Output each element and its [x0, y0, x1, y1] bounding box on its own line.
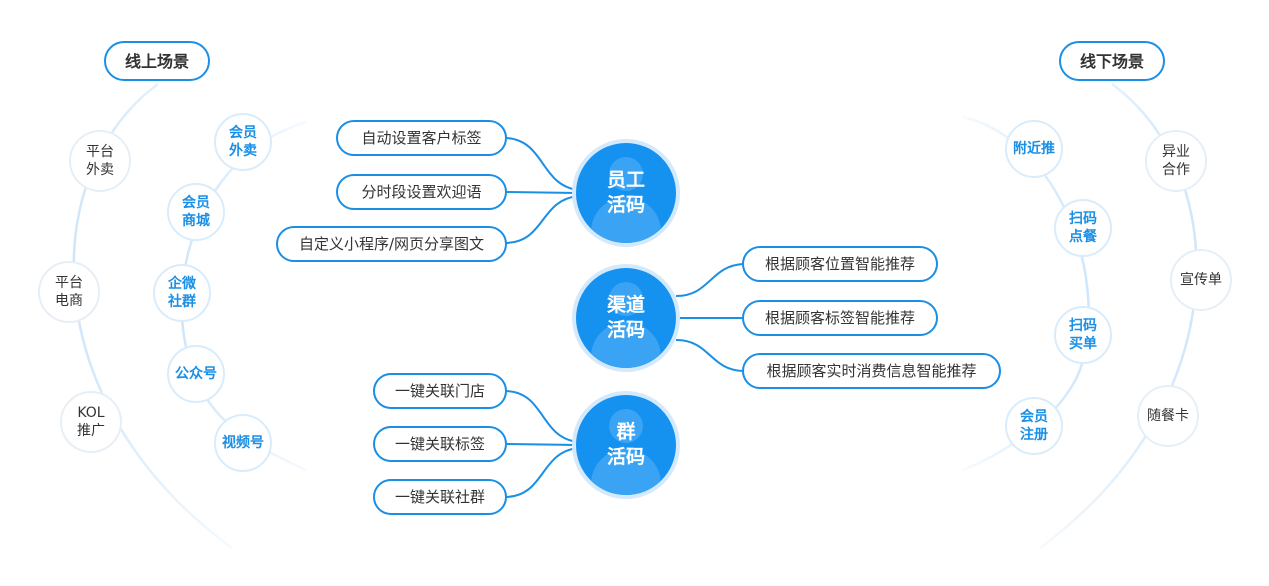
group-feature: 一键关联门店 — [373, 373, 507, 409]
group-link-1 — [505, 390, 579, 443]
online-outer-node: KOL 推广 — [60, 391, 122, 453]
employee-feature: 自定义小程序/网页分享图文 — [276, 226, 507, 262]
online-outer-node: 平台 电商 — [38, 261, 100, 323]
group-code-hub: 群 活码 — [576, 395, 676, 495]
offline-inner-node: 附近推 — [1005, 120, 1063, 178]
employee-code-hub: 员工 活码 — [576, 143, 676, 243]
group-link-3 — [505, 447, 579, 498]
employee-feature: 自动设置客户标签 — [336, 120, 507, 156]
group-feature: 一键关联社群 — [373, 479, 507, 515]
offline-inner-node: 会员 注册 — [1005, 397, 1063, 455]
channel-link-3 — [675, 339, 744, 372]
online-inner-node: 公众号 — [167, 345, 225, 403]
offline-outer-node: 宣传单 — [1170, 249, 1232, 311]
offline-scene-title: 线下场景 — [1059, 41, 1165, 81]
employee-link-1 — [505, 137, 579, 191]
online-scene-title: 线上场景 — [104, 41, 210, 81]
employee-feature: 分时段设置欢迎语 — [336, 174, 507, 210]
user-silhouette-icon — [609, 157, 643, 191]
online-outer-node: 平台 外卖 — [69, 130, 131, 192]
online-inner-node: 视频号 — [214, 414, 272, 472]
channel-feature: 根据顾客实时消费信息智能推荐 — [742, 353, 1001, 389]
employee-link-2 — [505, 191, 579, 194]
group-silhouette-icon — [609, 409, 643, 443]
employee-link-3 — [505, 195, 579, 244]
channel-code-hub: 渠道 活码 — [576, 268, 676, 368]
channel-link-1 — [675, 263, 744, 297]
offline-outer-node: 随餐卡 — [1137, 385, 1199, 447]
offline-inner-node: 扫码 买单 — [1054, 306, 1112, 364]
group-link-2 — [505, 443, 579, 446]
channel-feature: 根据顾客位置智能推荐 — [742, 246, 938, 282]
offline-inner-node: 扫码 点餐 — [1054, 199, 1112, 257]
online-inner-node: 企微 社群 — [153, 264, 211, 322]
online-inner-node: 会员 商城 — [167, 183, 225, 241]
channel-feature: 根据顾客标签智能推荐 — [742, 300, 938, 336]
offline-outer-node: 异业 合作 — [1145, 130, 1207, 192]
group-feature: 一键关联标签 — [373, 426, 507, 462]
user-silhouette-icon — [609, 282, 643, 316]
online-inner-node: 会员 外卖 — [214, 113, 272, 171]
